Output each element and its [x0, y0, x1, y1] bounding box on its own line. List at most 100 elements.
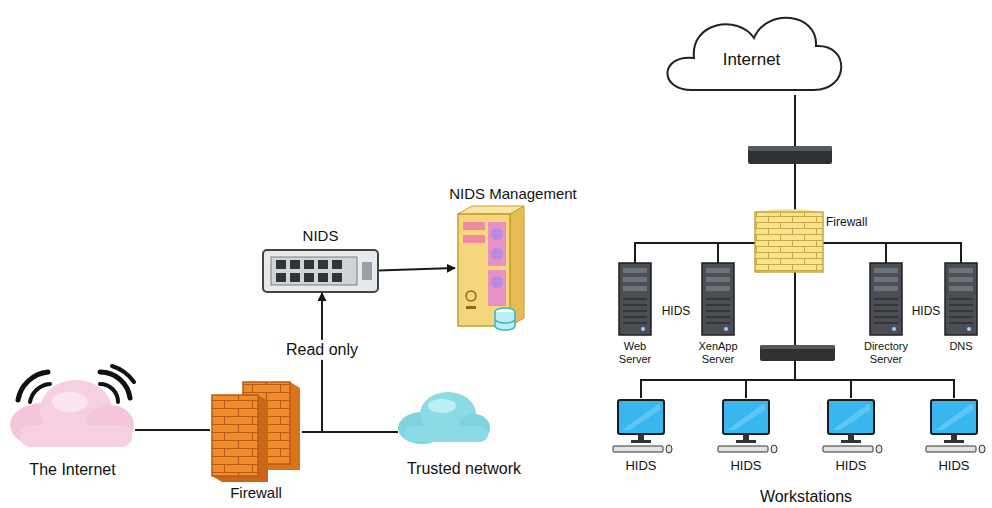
nids-switch-icon — [318, 273, 328, 282]
switch-icon — [760, 345, 835, 361]
node-label: HIDS — [730, 459, 761, 474]
nids-management-server-icon — [495, 312, 515, 330]
node-label: XenApp Server — [690, 340, 746, 365]
nids-switch-icon — [304, 260, 314, 269]
internet-cloud-icon — [100, 384, 118, 402]
node-label: Firewall — [230, 484, 282, 501]
server-tower-icon — [945, 263, 977, 335]
icon-node: Directory Server — [869, 263, 903, 335]
trusted-cloud-icon — [398, 392, 490, 444]
firewall-wall-icon — [212, 382, 300, 482]
nids-management-server-icon — [488, 270, 506, 306]
internet-cloud-icon — [112, 366, 134, 382]
workstation-icon — [613, 400, 672, 453]
switch-icon — [748, 146, 832, 151]
connector-line — [823, 243, 886, 263]
nids-management-server-icon — [458, 206, 524, 214]
nids-management-server-icon — [458, 206, 524, 330]
server-tower-icon — [702, 263, 734, 335]
nids-management-server-icon — [463, 222, 485, 230]
switch-icon — [760, 345, 835, 349]
firewall-wall-icon — [755, 209, 823, 272]
connector-line — [746, 272, 795, 398]
connector-line — [823, 243, 961, 263]
server-tower-icon — [619, 263, 651, 335]
node-label: HIDS — [625, 459, 656, 474]
node-label: HIDS — [938, 459, 969, 474]
annotation-label: HIDS — [912, 305, 941, 319]
firewall-wall-icon — [212, 395, 268, 482]
internet-cloud-outline — [667, 18, 841, 90]
workstation-icon — [926, 400, 985, 453]
trusted-cloud-icon — [404, 426, 488, 442]
nids-management-server-icon — [491, 228, 503, 240]
internet-cloud-icon — [30, 384, 50, 402]
connector-line — [135, 429, 210, 431]
nids-management-server-icon — [466, 306, 476, 309]
node-label: DNS — [941, 340, 981, 353]
icon-node: HIDS — [718, 398, 774, 453]
icon-node: Internet — [663, 8, 840, 95]
internet-cloud-icon — [10, 366, 134, 447]
icon-node: NIDS Management — [455, 206, 527, 330]
switch-icon — [748, 146, 832, 164]
nids-switch-icon — [304, 273, 314, 282]
server-tower-icon — [619, 263, 977, 335]
nids-management-server-icon — [488, 222, 506, 266]
nids-switch-icon — [362, 262, 372, 280]
nids-switch-icon — [318, 260, 328, 269]
nids-switch-icon — [263, 250, 378, 292]
annotation-label: Workstations — [760, 488, 852, 506]
icon-node: HIDS — [926, 398, 982, 453]
node-label: Trusted network — [407, 460, 521, 478]
internet-cloud-outline — [667, 18, 841, 90]
nids-switch-icon — [276, 273, 286, 282]
nids-management-server-icon — [491, 248, 503, 260]
node-label: Web Server — [609, 340, 661, 365]
nids-management-server-icon — [466, 291, 476, 301]
icon-node: Web Server — [618, 263, 652, 335]
node-label: Firewall — [826, 216, 867, 230]
node-label: HIDS — [835, 459, 866, 474]
icon-node: HIDS — [613, 398, 669, 453]
annotation-label: HIDS — [662, 305, 691, 319]
firewall-wall-icon — [212, 395, 258, 476]
icon-node: XenApp Server — [701, 263, 735, 335]
switch-icon — [760, 345, 835, 361]
node-label: NIDS — [303, 227, 339, 244]
nids-switch-icon — [276, 260, 286, 269]
nids-switch-icon — [332, 273, 342, 282]
icon-node: DNS — [944, 263, 978, 335]
node-label: Internet — [723, 50, 781, 70]
edge-label: Read only — [283, 340, 361, 360]
switch-icon — [748, 146, 832, 164]
server-tower-icon — [870, 263, 902, 335]
trusted-cloud-icon — [428, 399, 456, 413]
icon-node: The Internet — [10, 362, 135, 457]
nids-switch-icon — [290, 273, 300, 282]
workstation-icon — [823, 400, 882, 453]
icon-node: Trusted network — [398, 390, 490, 446]
nids-switch-icon — [290, 260, 300, 269]
connector-line — [302, 293, 322, 432]
nids-management-server-icon — [510, 206, 524, 326]
internet-cloud-icon — [52, 392, 88, 412]
nids-switch-icon — [271, 257, 357, 285]
nids-management-server-icon — [491, 276, 503, 288]
icon-node: HIDS — [823, 398, 879, 453]
nids-management-server-icon — [463, 235, 485, 243]
connector-line — [718, 243, 755, 263]
node-label: The Internet — [29, 461, 115, 479]
firewall-wall-icon — [755, 212, 823, 272]
nids-management-server-icon — [495, 319, 515, 323]
icon-node: Firewall — [210, 380, 302, 482]
internet-cloud-icon — [20, 425, 132, 447]
workstation-icon — [718, 400, 777, 453]
connector-line — [635, 243, 755, 263]
icon-node: NIDS — [263, 248, 378, 293]
node-label: NIDS Management — [449, 185, 577, 202]
connector-line — [378, 268, 455, 271]
workstation-icon — [613, 400, 985, 453]
